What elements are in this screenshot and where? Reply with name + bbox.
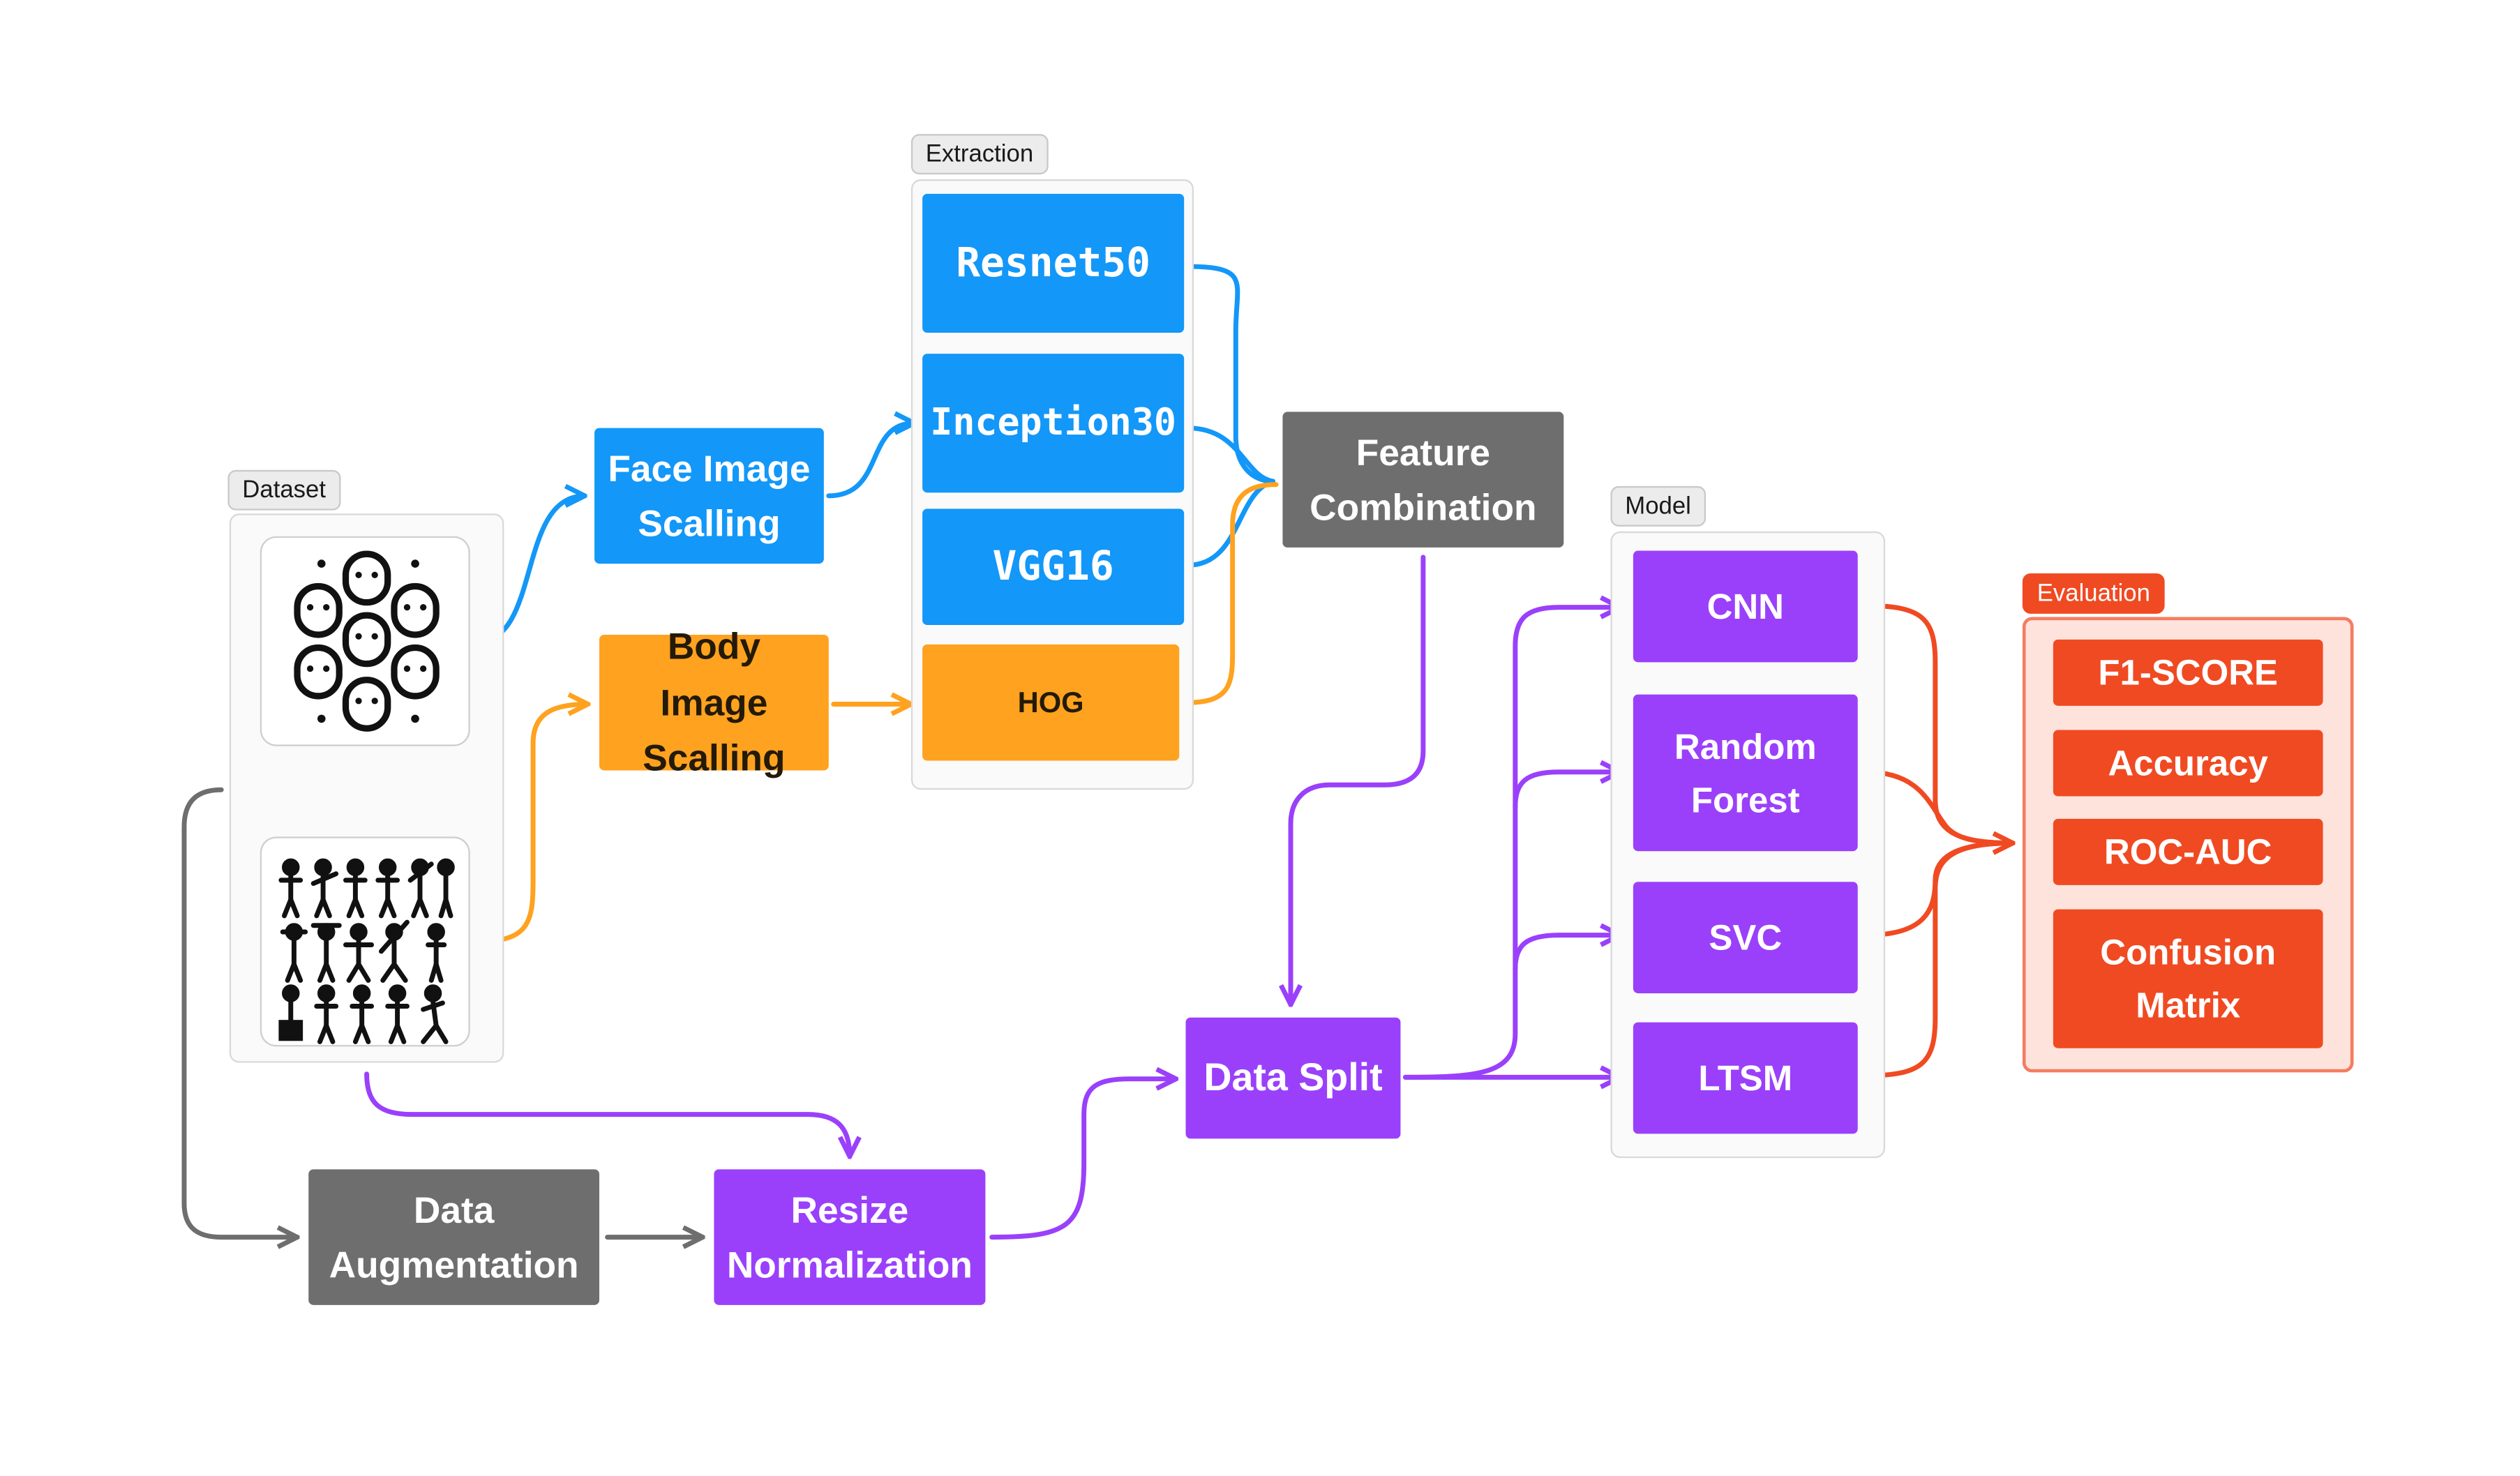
dataset-tag: Dataset [227,469,340,511]
feature-combination-box: Feature Combination [1282,412,1564,548]
svc-box: SVC [1633,882,1858,993]
arrow-facescaling-to-inception [826,423,915,499]
body-images-card [260,836,470,1047]
arrow-inception-to-combination [1185,426,1276,484]
data-split-box: Data Split [1185,1017,1401,1139]
face-images-card [260,536,470,746]
evaluation-tag: Evaluation [2022,573,2165,614]
arrow-datasplit-to-rf [1513,772,1623,811]
arrow-datasplit-to-cnn [1402,608,1623,1080]
inception30-box: Inception30 [922,354,1185,493]
arrow-cnn-to-evaluation [1863,603,2013,843]
ltsm-box: LTSM [1633,1022,1858,1134]
arrow-dataset-to-resize [364,1071,850,1157]
vgg16-box: VGG16 [922,509,1185,626]
arrow-body-to-bodyscaling [475,705,587,944]
confusion-matrix-box: Confusion Matrix [2053,909,2323,1048]
body-poses-icon [278,858,455,1044]
model-tag: Model [1610,485,1706,527]
resize-normalization-box: Resize Normalization [714,1169,986,1305]
f1-score-box: F1-SCORE [2053,639,2323,706]
data-augmentation-box: Data Augmentation [308,1169,600,1305]
arrow-resize-to-datasplit [989,1079,1179,1240]
extraction-tag: Extraction [910,134,1049,175]
roc-auc-box: ROC-AUC [2053,818,2323,885]
cnn-box: CNN [1633,550,1858,663]
random-forest-box: Random Forest [1633,694,1858,852]
resnet50-box: Resnet50 [922,193,1185,333]
arrow-datasplit-to-svc [1513,935,1623,972]
body-image-scaling-box: Body Image Scalling [599,626,829,779]
arrow-hog-to-combination [1185,482,1279,705]
arrow-svc-to-evaluation [1863,841,2016,938]
arrow-dataset-to-augmentation [181,787,300,1237]
hog-box: HOG [922,644,1180,761]
arrow-rf-to-evaluation [1863,769,2016,846]
arrow-ltsm-to-evaluation [1863,841,2016,1078]
faces-icon [294,550,440,732]
arrow-combination-to-datasplit [1291,555,1426,1007]
accuracy-box: Accuracy [2053,730,2323,797]
face-image-scaling-box: Face Image Scalling [594,428,824,564]
arrow-resnet-to-combination [1185,264,1276,484]
